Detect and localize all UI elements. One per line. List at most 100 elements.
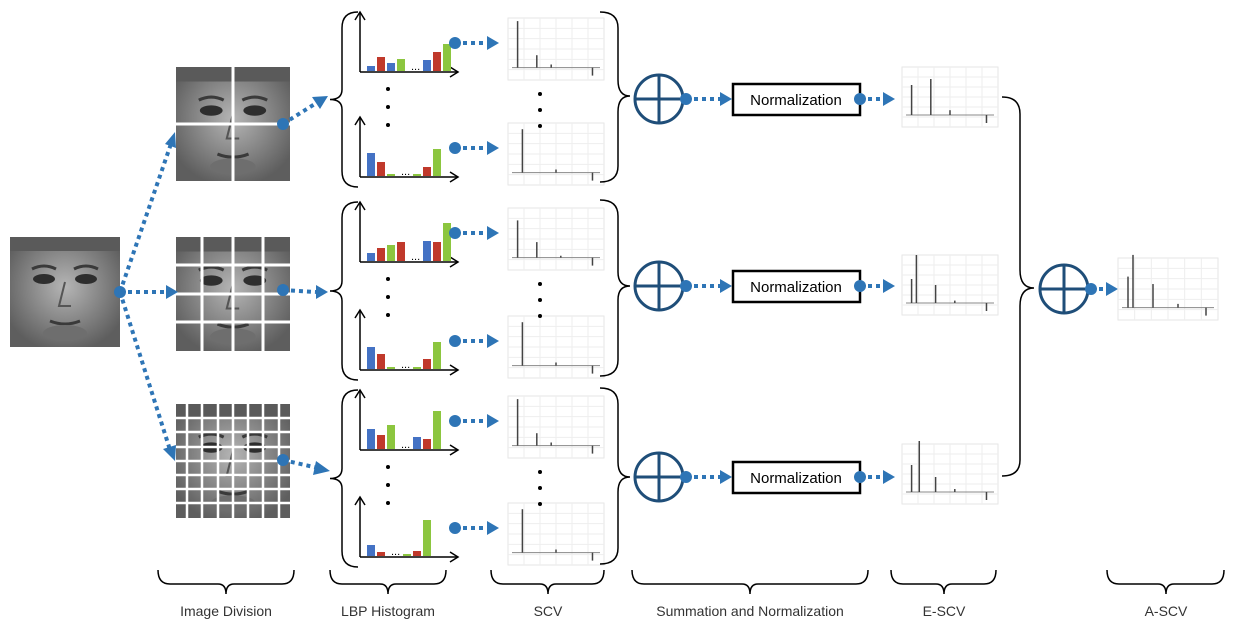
histogram-ellipsis: ... [391, 546, 400, 558]
scv-column [507, 17, 605, 566]
ellipsis-dot [538, 486, 542, 490]
histogram-bar [443, 44, 451, 71]
histogram-bracket [329, 389, 359, 568]
histogram-bar [367, 153, 375, 176]
histogram-bar [367, 66, 375, 71]
scv-chart [507, 395, 605, 459]
normalization-label: Normalization [750, 470, 842, 487]
ellipsis-dot [538, 314, 542, 318]
escv-column [901, 66, 999, 505]
input-face-image [9, 237, 121, 347]
histogram-ellipsis: ... [401, 166, 410, 178]
stage-label-ascv: A-SCV [1145, 603, 1188, 619]
x-axis-arrow [449, 171, 460, 183]
ellipsis-dot [386, 295, 390, 299]
ascv-plot [1117, 254, 1219, 321]
stage-label-summation-normalization: Summation and Normalization [656, 603, 844, 619]
ellipsis-dot [538, 470, 542, 474]
stage-labels: Image Division LBP Histogram SCV Summati… [180, 603, 1188, 619]
histogram-bar [397, 242, 405, 261]
ellipsis-dot [538, 108, 542, 112]
histogram-bracket [329, 201, 359, 381]
summation-row-3: Normalization [599, 387, 895, 565]
histogram-bar [403, 554, 411, 556]
histogram-bar [367, 253, 375, 261]
histogram-bar [443, 223, 451, 261]
stage-label-image-division: Image Division [180, 603, 272, 619]
histogram-bar [377, 435, 385, 449]
ellipsis-dot [386, 277, 390, 281]
x-axis-arrow [449, 256, 460, 268]
ellipsis-dot [386, 87, 390, 91]
histogram-ellipsis: ... [411, 251, 420, 263]
connector-arrowhead [487, 414, 499, 428]
normalization-label: Normalization [750, 279, 842, 296]
histogram-ellipsis: ... [401, 439, 410, 451]
histogram-bar [367, 429, 375, 449]
histogram-bar [413, 551, 421, 556]
histogram-ellipsis: ... [411, 61, 420, 73]
scv-chart [507, 502, 605, 566]
y-axis-arrow [354, 495, 366, 506]
histogram-bar [423, 359, 431, 369]
histogram-bar [433, 411, 441, 449]
stage-brackets [157, 569, 1225, 595]
histogram-bar [377, 248, 385, 261]
histogram-bar [387, 367, 395, 369]
histogram-bar [433, 342, 441, 369]
histogram-bar [413, 437, 421, 449]
histogram-bar [423, 60, 431, 71]
histogram-bar [413, 367, 421, 369]
histogram-bar [377, 354, 385, 369]
scv-chart [507, 207, 605, 271]
y-axis-arrow [354, 115, 366, 126]
histogram-bar [377, 552, 385, 556]
histogram-bar [377, 57, 385, 71]
ellipsis-dot [538, 124, 542, 128]
x-axis-arrow [449, 444, 460, 456]
y-axis-arrow [354, 200, 366, 211]
connector-arrowhead [487, 226, 499, 240]
normalization-label: Normalization [750, 92, 842, 109]
division-to-histogram-arrows [277, 96, 330, 475]
histogram-bar [433, 149, 441, 176]
stage-label-lbp-histogram: LBP Histogram [341, 603, 435, 619]
histogram-bar [423, 241, 431, 261]
x-axis-arrow [449, 364, 460, 376]
normalization-box [731, 460, 862, 495]
histogram-bar [413, 174, 421, 176]
y-axis-arrow [354, 10, 366, 21]
ellipsis-dot [386, 123, 390, 127]
histogram-bar [433, 52, 441, 71]
histogram-bar [387, 245, 395, 261]
ellipsis-dot [386, 465, 390, 469]
input-to-division-arrows [114, 132, 178, 461]
ellipsis-dot [538, 92, 542, 96]
normalization-box [731, 82, 862, 117]
histogram-bar [423, 167, 431, 176]
ellipsis-dot [538, 282, 542, 286]
normalization-box [731, 269, 862, 304]
summation-row-2: Normalization [599, 199, 895, 377]
histogram-bar [433, 242, 441, 261]
histogram-bar [387, 425, 395, 449]
aggregation [1001, 96, 1118, 477]
histogram-bar [377, 162, 385, 176]
ellipsis-dot [538, 298, 542, 302]
face-division-4x4 [172, 237, 294, 351]
scv-chart [507, 315, 605, 379]
escv-chart [901, 66, 999, 128]
histogram-bar [387, 174, 395, 176]
histogram-bar [367, 545, 375, 556]
y-axis-arrow [354, 308, 366, 319]
histogram-bar [423, 439, 431, 449]
ellipsis-dot [386, 105, 390, 109]
summation-row-1: Normalization [599, 11, 895, 183]
ellipsis-dot [386, 501, 390, 505]
histogram-bar [387, 63, 395, 71]
escv-chart [901, 254, 999, 316]
connector-arrowhead [487, 141, 499, 155]
histogram-bracket [329, 11, 359, 188]
y-axis-arrow [354, 388, 366, 399]
